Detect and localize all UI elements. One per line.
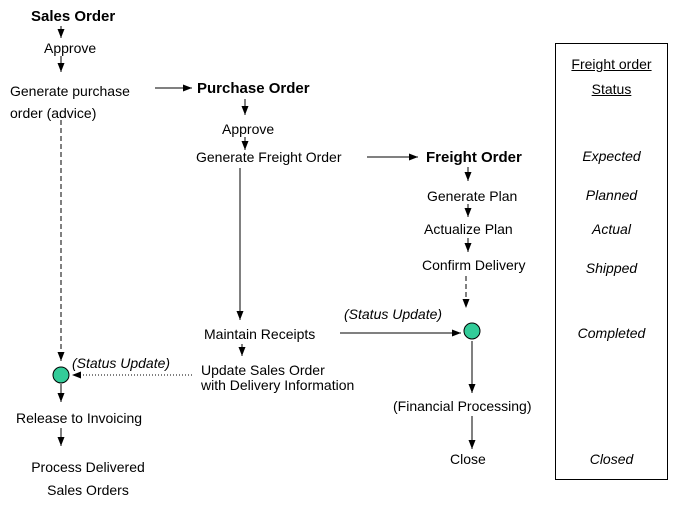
generate-purchase-order-line1: Generate purchase — [10, 83, 130, 99]
maintain-receipts-step: Maintain Receipts — [204, 326, 316, 342]
legend-status-shipped: Shipped — [585, 260, 638, 276]
legend-title-line2: Status — [591, 81, 632, 97]
financial-processing-label: (Financial Processing) — [393, 398, 532, 414]
process-delivered-line2: Sales Orders — [47, 482, 129, 498]
status-update-label-right: (Status Update) — [344, 306, 443, 322]
legend-status-expected: Expected — [582, 148, 641, 164]
update-sales-order-line1: Update Sales Order — [201, 362, 325, 378]
freight-order-status-legend: Freight order Status Expected Planned Ac… — [555, 43, 668, 480]
sales-order-title: Sales Order — [31, 8, 116, 25]
update-sales-order-line2: with Delivery Information — [201, 377, 355, 393]
status-update-node-left-icon — [52, 366, 70, 384]
generate-purchase-order-step: Generate purchase order (advice) — [10, 80, 130, 124]
generate-plan-step: Generate Plan — [427, 188, 518, 204]
legend-status-closed: Closed — [589, 451, 634, 467]
purchase-order-title: Purchase Order — [197, 80, 310, 97]
legend-title-line1: Freight order — [571, 56, 652, 72]
legend-status-planned: Planned — [585, 187, 638, 203]
confirm-delivery-step: Confirm Delivery — [422, 257, 526, 273]
release-to-invoicing-step: Release to Invoicing — [16, 410, 143, 426]
status-update-node-right-icon — [463, 322, 481, 340]
freight-order-title: Freight Order — [426, 149, 522, 166]
close-step: Close — [450, 451, 486, 467]
actualize-plan-step: Actualize Plan — [424, 221, 513, 237]
legend-status-actual: Actual — [592, 221, 631, 237]
status-update-label-left: (Status Update) — [72, 355, 171, 371]
generate-purchase-order-line2: order (advice) — [10, 105, 97, 121]
approve-step-1: Approve — [44, 40, 97, 56]
approve-step-2: Approve — [222, 121, 275, 137]
update-sales-order-step: Update Sales Order with Delivery Informa… — [201, 363, 354, 393]
legend-status-completed: Completed — [577, 325, 646, 341]
process-delivered-line1: Process Delivered — [31, 459, 145, 475]
process-delivered-step: Process Delivered Sales Orders — [10, 456, 166, 502]
generate-freight-order-step: Generate Freight Order — [196, 149, 342, 165]
